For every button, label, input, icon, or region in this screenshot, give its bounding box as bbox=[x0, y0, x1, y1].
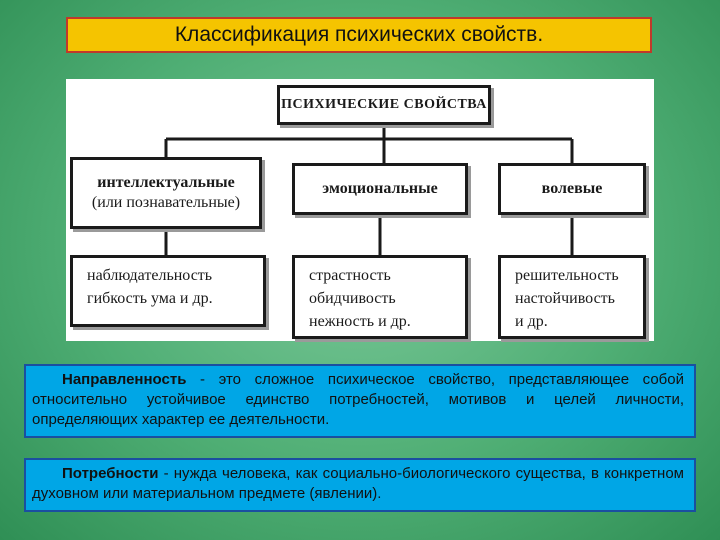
definition-needs: Потребности - нужда человека, как социал… bbox=[24, 458, 696, 512]
category-intellectual: интеллектуальные (или познавательные) bbox=[70, 157, 262, 229]
definition-direction: Направленность - это сложное психическое… bbox=[24, 364, 696, 438]
category-label: волевые bbox=[541, 180, 603, 197]
example-item: обидчивость bbox=[309, 290, 396, 307]
example-item: наблюдательность bbox=[87, 267, 213, 284]
example-item: и др. bbox=[515, 313, 548, 330]
category-volitional: волевые bbox=[498, 163, 646, 215]
examples-intellectual: наблюдательность гибкость ума и др. bbox=[70, 255, 266, 327]
definition-text: - это сложное психическое свойство, пред… bbox=[32, 371, 684, 428]
root-node: ПСИХИЧЕСКИЕ СВОЙСТВА bbox=[277, 85, 491, 125]
definition-term: Направленность bbox=[62, 371, 187, 388]
example-item: страстность bbox=[309, 267, 391, 284]
example-item: настойчивость bbox=[515, 290, 615, 307]
root-label: ПСИХИЧЕСКИЕ СВОЙСТВА bbox=[281, 97, 487, 112]
example-item: гибкость ума и др. bbox=[87, 290, 213, 307]
examples-emotional: страстность обидчивость нежность и др. bbox=[292, 255, 468, 339]
category-label: эмоциональные bbox=[322, 180, 438, 197]
definition-term: Потребности bbox=[62, 465, 159, 482]
example-item: нежность и др. bbox=[309, 313, 411, 330]
connector-lines bbox=[164, 125, 574, 255]
category-sublabel: (или познавательные) bbox=[91, 194, 241, 211]
definition-text: - нужда человека, как социально-биологич… bbox=[32, 465, 684, 502]
classification-diagram: ПСИХИЧЕСКИЕ СВОЙСТВА интеллектуальные (и… bbox=[66, 79, 654, 341]
examples-volitional: решительность настойчивость и др. bbox=[498, 255, 646, 339]
category-label: интеллектуальные bbox=[97, 174, 235, 191]
slide-title: Классификация психических свойств. bbox=[66, 17, 652, 53]
category-emotional: эмоциональные bbox=[292, 163, 468, 215]
example-item: решительность bbox=[515, 267, 619, 284]
